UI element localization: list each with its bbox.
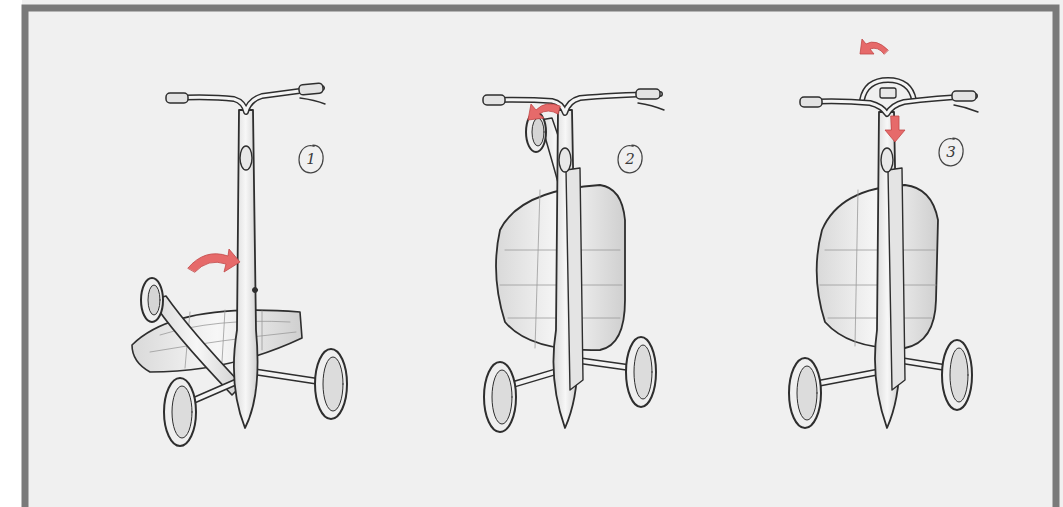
panel-background <box>22 0 1063 507</box>
step-number-circle: 2 <box>615 144 645 174</box>
step-number: 1 <box>306 152 316 167</box>
step-number-circle: 1 <box>296 144 326 174</box>
scooter-step-one <box>132 83 347 446</box>
panel-frame <box>25 8 1056 507</box>
step-number: 2 <box>625 152 635 167</box>
step-number-circle: 3 <box>936 137 966 167</box>
circle-outline <box>299 145 323 173</box>
circle-outline <box>939 138 963 166</box>
scooter-step-three <box>789 39 978 428</box>
step-number: 3 <box>946 145 956 160</box>
scooter-step-two <box>483 89 664 432</box>
circle-outline <box>618 145 642 173</box>
